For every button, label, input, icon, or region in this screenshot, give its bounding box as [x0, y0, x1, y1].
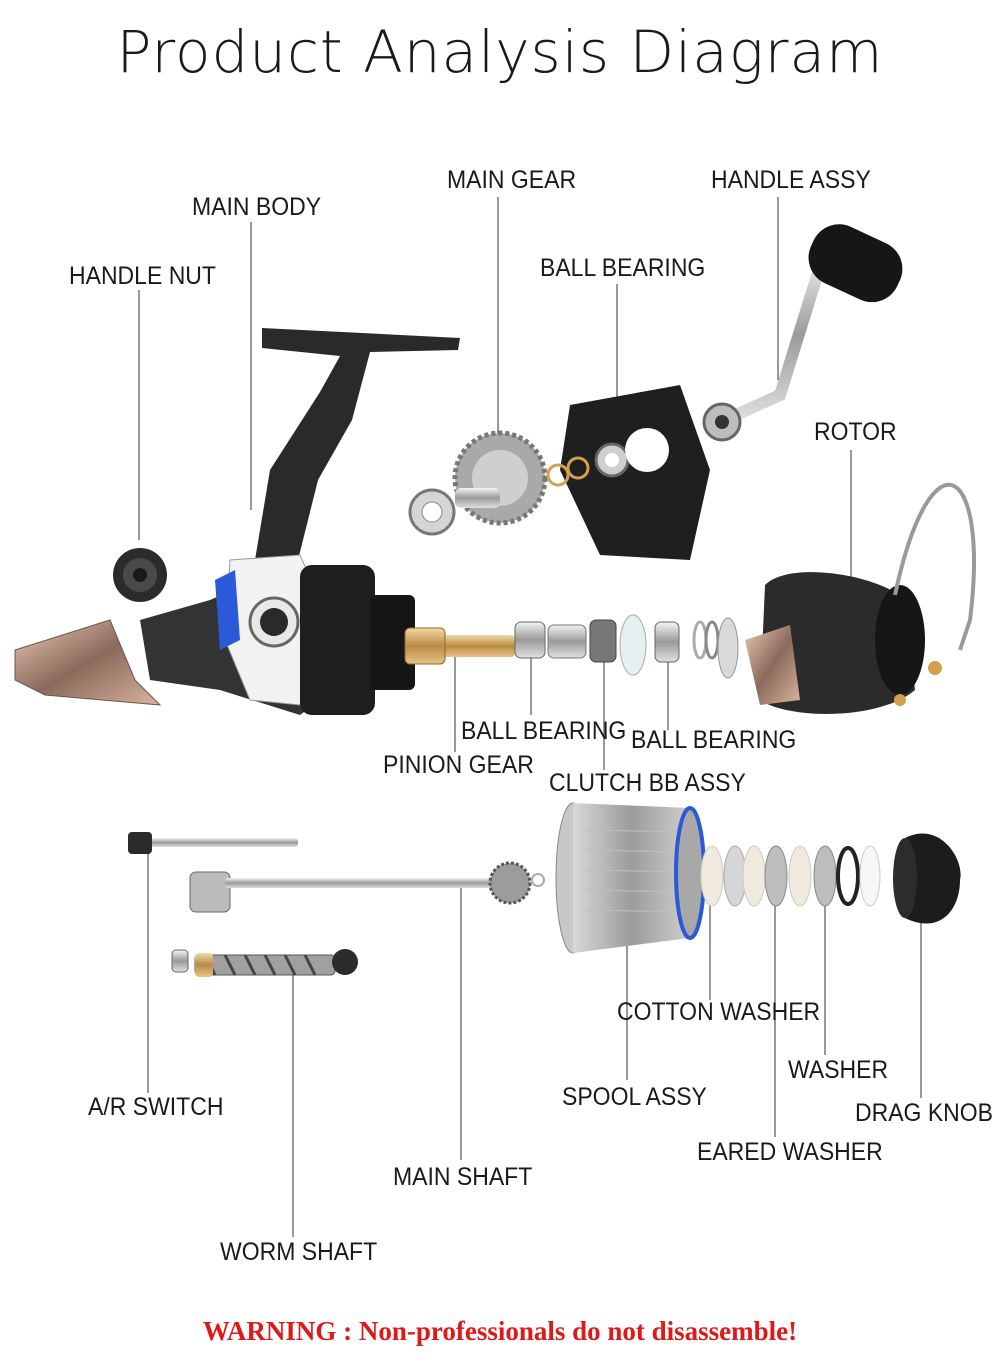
side-plate-part — [546, 385, 710, 560]
main-shaft-part — [189, 861, 532, 913]
rotor-part — [745, 482, 976, 714]
label-pinion-gear: PINION GEAR — [383, 751, 534, 779]
label-worm-shaft: WORM SHAFT — [220, 1238, 378, 1266]
label-ball-bearing-1: BALL BEARING — [461, 717, 627, 745]
label-cotton-washer: COTTON WASHER — [617, 998, 821, 1026]
label-handle-assy: HANDLE ASSY — [711, 166, 871, 194]
handle-nut-part — [113, 548, 167, 602]
bearing-row-part — [514, 614, 739, 679]
ar-switch-part — [128, 832, 298, 854]
label-spool-assy: SPOOL ASSY — [562, 1083, 707, 1111]
handle-assy-part — [702, 224, 903, 442]
drag-stack-part — [700, 833, 961, 924]
label-handle-nut: HANDLE NUT — [69, 262, 216, 290]
main-body-part — [14, 328, 460, 715]
label-main-shaft: MAIN SHAFT — [393, 1163, 533, 1191]
label-ar-switch: A/R SWITCH — [88, 1093, 224, 1121]
label-drag-knob: DRAG KNOB — [855, 1099, 994, 1127]
label-main-gear: MAIN GEAR — [447, 166, 577, 194]
label-rotor: ROTOR — [814, 418, 897, 446]
label-washer: WASHER — [788, 1056, 889, 1084]
worm-shaft-part — [171, 949, 358, 977]
label-main-body: MAIN BODY — [192, 193, 322, 221]
label-eared-washer: EARED WASHER — [697, 1138, 883, 1166]
label-ball-bearing-top: BALL BEARING — [540, 254, 706, 282]
warning-text: WARNING : Non-professionals do not disas… — [202, 1316, 798, 1346]
page-title: Product Analysis Diagram — [116, 18, 884, 86]
pinion-gear-part — [404, 627, 515, 665]
label-ball-bearing-2: BALL BEARING — [631, 726, 797, 754]
label-clutch-bb-assy: CLUTCH BB ASSY — [549, 769, 746, 797]
main-gear-part — [408, 430, 548, 536]
spool-assy-part — [531, 802, 706, 954]
